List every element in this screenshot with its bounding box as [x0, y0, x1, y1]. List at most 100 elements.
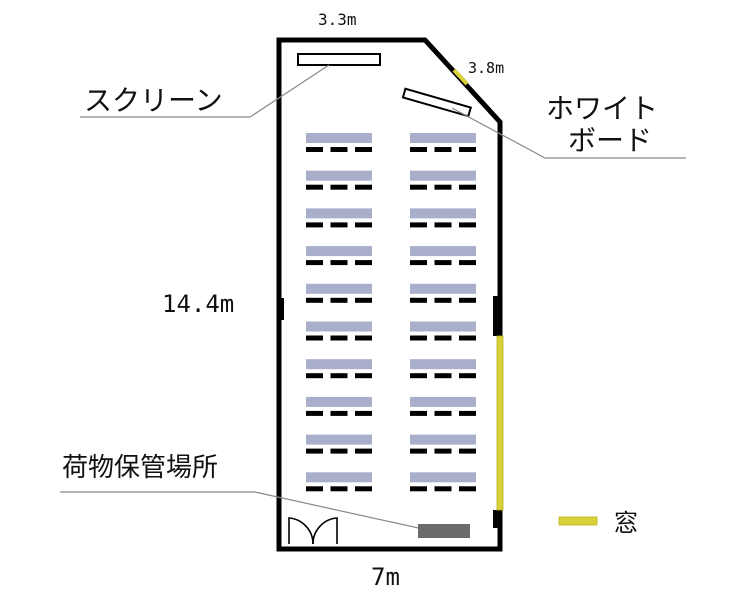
chair [410, 260, 427, 266]
desk [306, 359, 372, 370]
desk [410, 472, 476, 483]
chair [330, 335, 348, 341]
desk [306, 434, 372, 445]
entrance-double-door [288, 517, 338, 545]
screen-leader-line [80, 64, 330, 118]
chair [434, 297, 452, 303]
storage-leader-line [60, 491, 424, 530]
chair [355, 373, 372, 379]
chair [459, 147, 476, 152]
chair [355, 260, 372, 266]
chair [355, 222, 372, 228]
chair [410, 147, 427, 152]
chair [459, 260, 476, 266]
chair [330, 184, 348, 190]
dimension-diagonal: 3.8m [468, 59, 504, 77]
desk [306, 246, 372, 257]
desk [410, 208, 476, 219]
chair [410, 335, 427, 341]
chair [306, 147, 323, 152]
chair [459, 222, 476, 228]
screen [297, 53, 381, 66]
chair [434, 184, 452, 190]
chair [306, 373, 323, 379]
chair [330, 410, 348, 416]
chair [459, 410, 476, 416]
legend-window-swatch [558, 516, 598, 526]
desk [410, 434, 476, 445]
chair [330, 147, 348, 152]
chair [434, 260, 452, 266]
desk [410, 321, 476, 332]
left-wall-door [277, 298, 284, 320]
right-wall-door-bottom [493, 510, 501, 528]
chair [434, 222, 452, 228]
chair [306, 335, 323, 341]
chair [306, 260, 323, 266]
storage-label: 荷物保管場所 [62, 453, 218, 483]
chair [355, 448, 372, 454]
chair [355, 184, 372, 190]
whiteboard-label-line1: ホワイト [546, 92, 658, 125]
chair [306, 448, 323, 454]
chair [330, 260, 348, 266]
desk [306, 472, 372, 483]
chair [410, 410, 427, 416]
chair [410, 184, 427, 190]
desk [410, 246, 476, 257]
chair [459, 448, 476, 454]
desk [306, 283, 372, 294]
chair [434, 448, 452, 454]
chair [459, 335, 476, 341]
chair [410, 448, 427, 454]
chair [410, 373, 427, 379]
chair [434, 373, 452, 379]
chair [459, 297, 476, 303]
desk [410, 396, 476, 407]
dimension-bottom: 7m [371, 563, 400, 591]
chair [459, 373, 476, 379]
chair [410, 486, 427, 492]
chair [459, 184, 476, 190]
chair [306, 297, 323, 303]
chair [434, 410, 452, 416]
seating-area [306, 133, 476, 492]
chair [355, 335, 372, 341]
chair [459, 486, 476, 492]
legend-window-label: 窓 [614, 509, 638, 537]
desk [410, 133, 476, 143]
chair [434, 147, 452, 152]
desk [410, 283, 476, 294]
chair [306, 410, 323, 416]
window-right-wall [496, 335, 504, 511]
storage-area [418, 524, 470, 538]
chair [330, 448, 348, 454]
whiteboard-label-line2: ボード [568, 124, 652, 157]
chair [306, 184, 323, 190]
chair [410, 297, 427, 303]
chair [330, 222, 348, 228]
chair [330, 297, 348, 303]
desk [306, 133, 372, 143]
chair [306, 486, 323, 492]
desk [410, 170, 476, 181]
dimension-top: 3.3m [318, 10, 357, 29]
chair [330, 486, 348, 492]
chair [306, 222, 323, 228]
screen-label: スクリーン [84, 84, 223, 117]
chair [355, 486, 372, 492]
desk [306, 396, 372, 407]
chair [355, 147, 372, 152]
right-wall-door [493, 296, 501, 336]
window-diagonal-wall [452, 68, 469, 86]
desk [306, 170, 372, 181]
desk [306, 321, 372, 332]
dimension-side: 14.4m [162, 290, 234, 318]
chair [434, 335, 452, 341]
chair [355, 410, 372, 416]
chair [355, 297, 372, 303]
chair [330, 373, 348, 379]
desk [306, 208, 372, 219]
whiteboard-leader-line [451, 107, 686, 159]
